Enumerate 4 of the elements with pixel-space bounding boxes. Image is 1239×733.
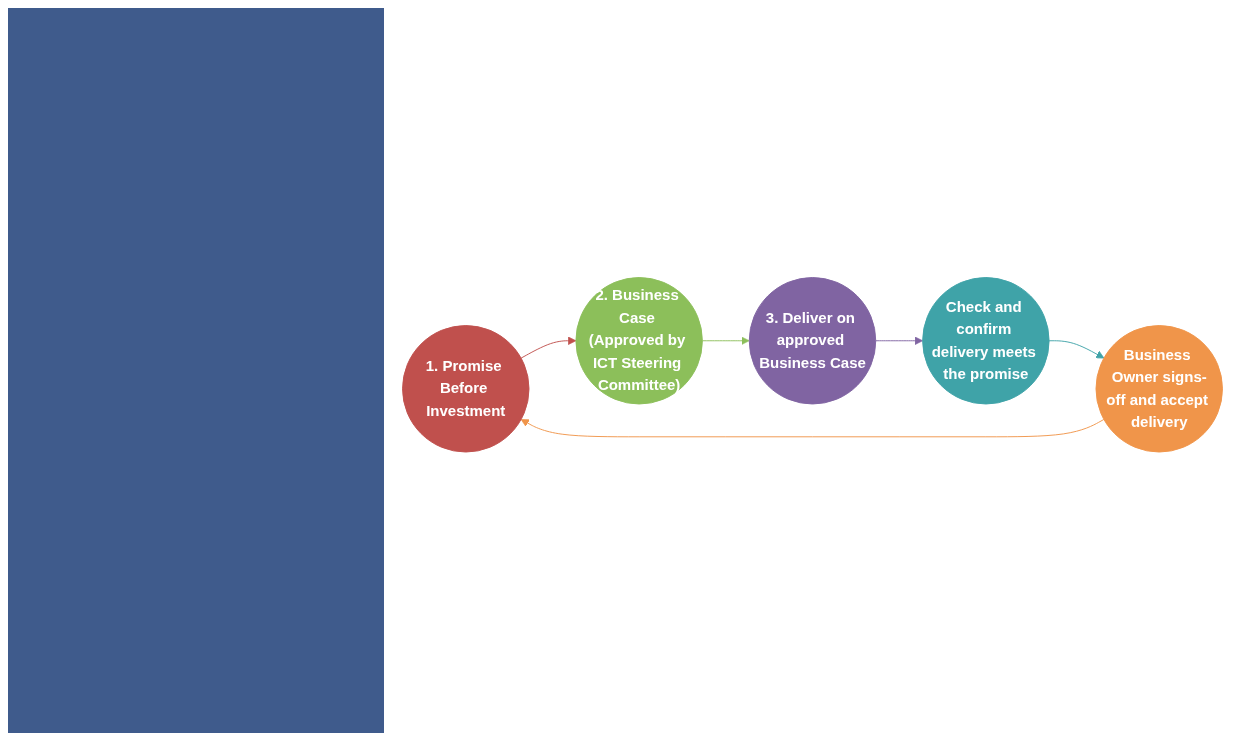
node-circle: 3. Deliver on approved Business Case — [748, 277, 877, 405]
node-circle: Business Owner signs-off and accept delivery — [1095, 325, 1223, 453]
node-circle: 1. Promise Before Investment — [402, 325, 530, 453]
node-circle: Check and confirm delivery meets the promise — [922, 277, 1050, 405]
